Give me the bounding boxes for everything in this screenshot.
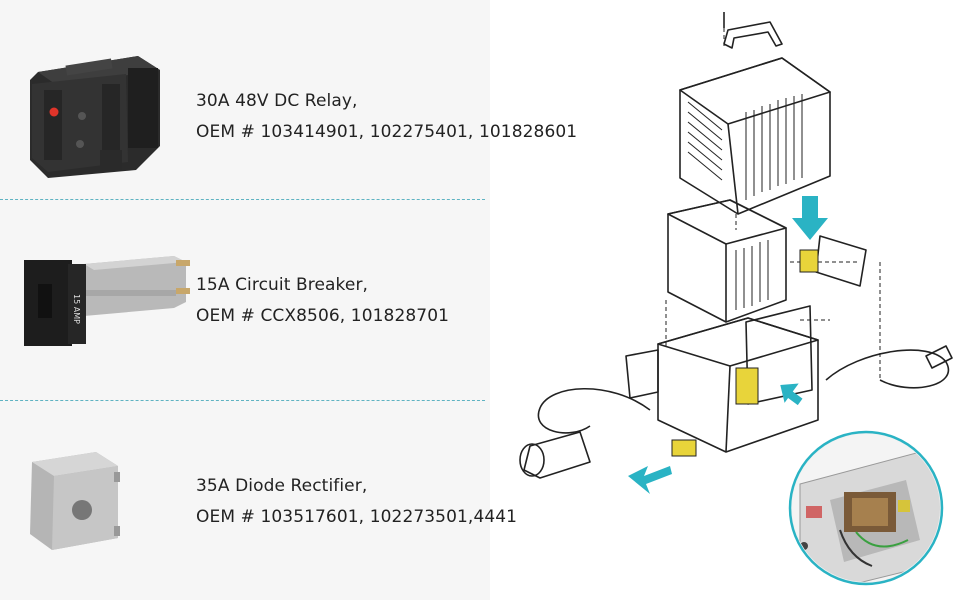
- inset-photo-icon: [788, 430, 944, 586]
- relay-part-highlight: [799, 249, 819, 273]
- breaker-part-highlight: [735, 367, 759, 405]
- relay-icon: [30, 56, 160, 178]
- product-oem: OEM # CCX8506, 101828701: [196, 306, 450, 326]
- product-title: 15A Circuit Breaker,: [196, 275, 369, 295]
- product-oem: OEM # 103517601, 102273501,4441: [196, 507, 518, 527]
- section-divider: [0, 199, 485, 200]
- rectifier-part-highlight: [671, 439, 697, 457]
- transformer-icon: [667, 199, 787, 323]
- side-plate-icon: [815, 235, 867, 287]
- breaker-amp-label: 15 AMP: [72, 294, 81, 324]
- circuit-breaker-icon: 15 AMP: [24, 256, 190, 346]
- front-plate-icon: [625, 349, 659, 399]
- product-title: 30A 48V DC Relay,: [196, 91, 358, 111]
- handle-icon: [723, 21, 783, 49]
- product-rectifier-text: 35A Diode Rectifier, OEM # 103517601, 10…: [196, 471, 517, 533]
- product-relay-text: 30A 48V DC Relay, OEM # 103414901, 10227…: [196, 86, 577, 148]
- arrow-left-icon: [780, 383, 803, 406]
- output-cable-icon: [519, 387, 651, 479]
- product-oem: OEM # 103414901, 102275401, 101828601: [196, 122, 578, 142]
- arrow-right-icon: [628, 466, 672, 494]
- product-title: 35A Diode Rectifier,: [196, 476, 368, 496]
- ac-cord-icon: [825, 345, 953, 389]
- product-breaker-text: 15A Circuit Breaker, OEM # CCX8506, 1018…: [196, 270, 449, 332]
- section-divider: [0, 400, 485, 401]
- diode-rectifier-icon: [30, 452, 120, 550]
- top-cover-icon: [679, 57, 831, 215]
- arrow-down-icon: [792, 196, 828, 240]
- exploded-charger-diagram: [519, 12, 953, 586]
